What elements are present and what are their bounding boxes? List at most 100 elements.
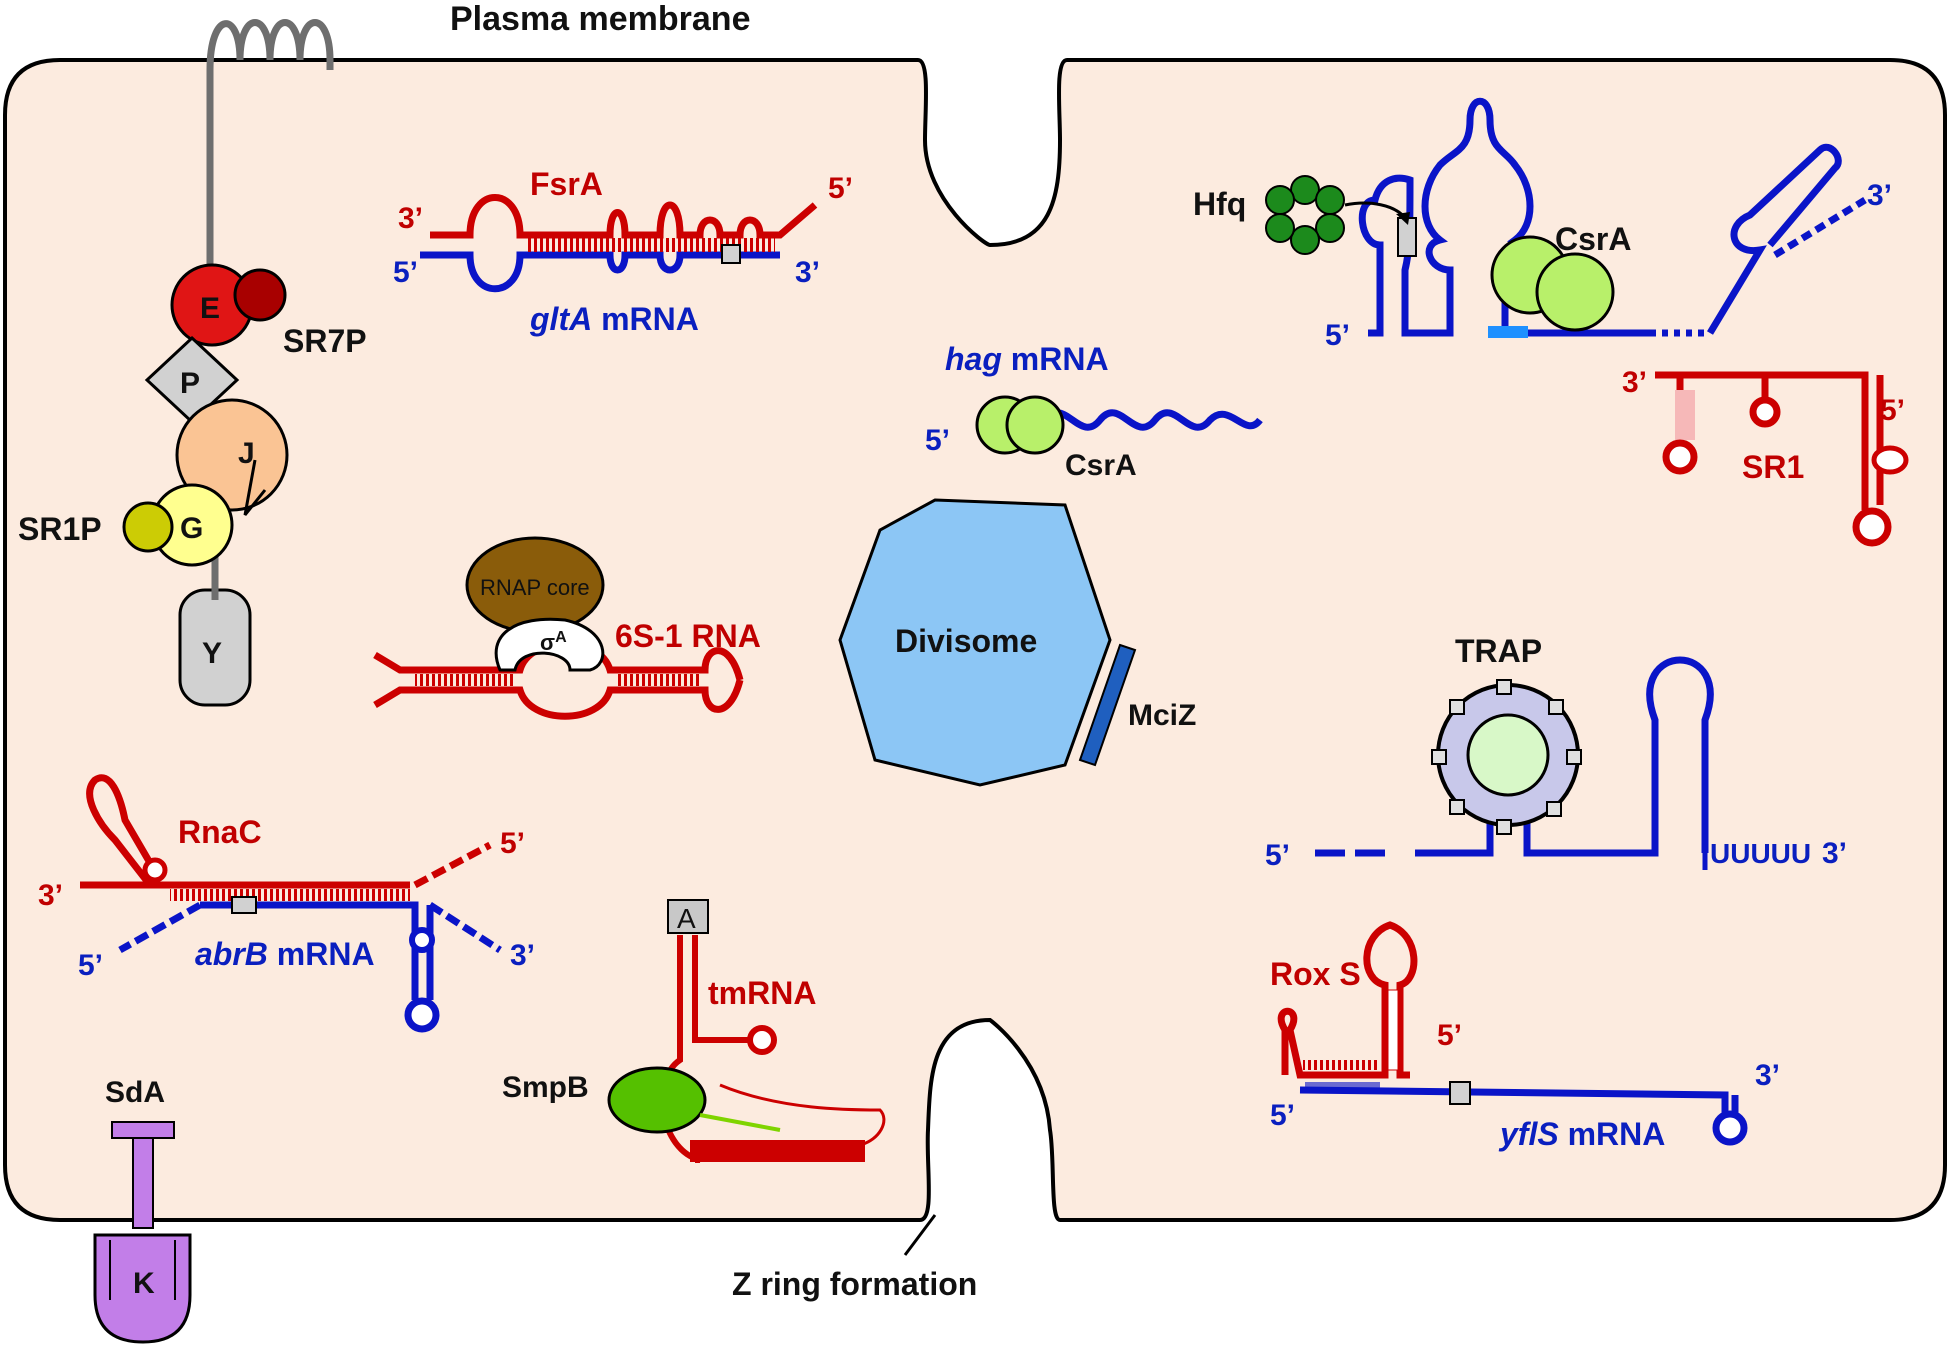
hfq-strand [1358, 97, 1650, 337]
smpb-label: SmpB [502, 1071, 589, 1104]
fsra-name: FsrA [530, 166, 603, 202]
tmrna-tail [719, 1083, 886, 1147]
rnap-group: RNAP core σA 6S-1 RNA [373, 536, 761, 720]
k-cup-lines [109, 1240, 176, 1300]
fsra-5prime-top: 5’ [828, 172, 853, 205]
roxs-group: Rox S 5’ 5’ 3’ yflS mRNA [1270, 921, 1780, 1152]
sr1p-label: SR1P [18, 511, 102, 547]
sr1-loop-side [1871, 445, 1909, 475]
trap-box-2 [1548, 699, 1564, 715]
p-label: P [180, 367, 200, 400]
hag-csra-label: CsrA [1065, 449, 1137, 482]
hfq-3prime: 3’ [1867, 179, 1892, 212]
plasma-membrane-title: Plasma membrane [450, 0, 751, 38]
hag-5prime: 5’ [925, 424, 950, 457]
tmrna-name: tmRNA [708, 975, 816, 1011]
hfq-5prime: 5’ [1325, 319, 1350, 352]
rnac-box [231, 896, 257, 914]
roxs-blue-ladder [1305, 1082, 1380, 1088]
csra-label: CsrA [1555, 221, 1631, 257]
6s-label: 6S-1 RNA [615, 618, 761, 654]
yflS-loop [1712, 1110, 1748, 1146]
fsra-ladder [525, 238, 775, 252]
j-label: J [238, 437, 255, 470]
trap-5prime: 5’ [1265, 839, 1290, 872]
smpb [607, 1066, 707, 1134]
k-cup [93, 1233, 192, 1344]
hfq-arrowhead [1396, 212, 1410, 225]
fsra-box [721, 244, 741, 264]
sr1-loop-2 [1749, 396, 1781, 428]
abrB-loop-2 [404, 997, 440, 1033]
divisome-label: Divisome [895, 623, 1037, 659]
gltA-label: gltA mRNA [529, 301, 699, 337]
rnac-dash [413, 841, 492, 889]
sr1-loop-3 [1852, 507, 1892, 547]
tmrna-group: A tmRNA SmpB [502, 899, 886, 1163]
z-ring-pointer [903, 1214, 937, 1256]
sr1-pink [1675, 390, 1695, 440]
sigma-label: σA [540, 629, 567, 655]
hag-label: hag mRNA [945, 341, 1109, 377]
transmembrane-helix [206, 19, 334, 300]
gltA-3prime: 3’ [795, 256, 820, 289]
gltA-5prime: 5’ [393, 256, 418, 289]
sr1-group: 3’ 5’ SR1 [1622, 366, 1909, 547]
phosphorelay-group: E SR7P P J G SR1P Y [18, 19, 367, 707]
trap-box-4 [1546, 801, 1562, 817]
roxs-ladder-1 [1303, 1060, 1378, 1070]
hfq-csra-group: Hfq CsrA 5’ 3’ [1193, 97, 1892, 352]
z-ring-label: Z ring formation [732, 1266, 977, 1302]
rnac-group: RnaC 3’ 5’ 5’ 3’ abrB mRNA [38, 774, 535, 1033]
yflS-3prime: 3’ [1755, 1059, 1780, 1092]
hfq-highlight [1488, 326, 1528, 338]
trap-box-8 [1449, 699, 1465, 715]
hfq-hairpin [1707, 143, 1842, 335]
abrB-dash-left [118, 901, 202, 954]
hfq-ring-3 [1315, 213, 1345, 243]
hag-csra-2 [1005, 395, 1065, 455]
smpb-line [699, 1113, 781, 1132]
trap-label: TRAP [1455, 633, 1542, 669]
roxs-5prime-red: 5’ [1437, 1019, 1462, 1052]
trap-box-7 [1431, 749, 1447, 765]
abrB-strand [200, 901, 434, 1000]
abrB-loop-1 [409, 927, 435, 953]
j-domain [175, 398, 289, 512]
trap-utail: UUUUU [1710, 838, 1811, 869]
hag-strand [1042, 409, 1263, 431]
roxs-box [1449, 1081, 1471, 1105]
trap-3prime: 3’ [1822, 837, 1847, 870]
rnac-5prime: 5’ [500, 827, 525, 860]
sr1p-dot [122, 501, 174, 553]
hfq-ring-6 [1265, 185, 1295, 215]
roxs-strand [1277, 921, 1418, 1079]
sigma-a [494, 617, 605, 672]
mciz-bar [1078, 643, 1137, 767]
trap-group: TRAP 5’ UUUUU 3’ [1265, 633, 1847, 872]
tmrna-a: A [677, 903, 696, 934]
rnac-loop-small [142, 857, 168, 883]
kinase-group: SdA K [93, 1076, 192, 1344]
abrB-5prime: 5’ [78, 949, 103, 982]
hfq-label: Hfq [1193, 186, 1246, 222]
roxs-ladder-2 [1387, 989, 1399, 1071]
rnac-ladder [170, 889, 410, 901]
mciz-label: MciZ [1128, 699, 1196, 732]
trap-box-6 [1449, 799, 1465, 815]
tmrna-a-box [667, 899, 709, 934]
hfq-dash-end [1773, 197, 1867, 258]
k-label: K [133, 1267, 155, 1300]
sda-bar [111, 1121, 175, 1139]
sr1-5prime: 5’ [1880, 394, 1905, 427]
sda-stem [132, 1137, 154, 1229]
tmrna-bar [690, 1140, 865, 1162]
hfq-ring-4 [1290, 225, 1320, 255]
tmrna-loop [747, 1025, 777, 1055]
hfq-ring-1 [1290, 175, 1320, 205]
hfq-ring-5 [1265, 213, 1295, 243]
sda-label: SdA [105, 1076, 165, 1109]
fsra-group: FsrA 3’ 5’ 5’ 3’ gltA mRNA [393, 166, 853, 337]
sr1-loop-1 [1662, 439, 1698, 475]
